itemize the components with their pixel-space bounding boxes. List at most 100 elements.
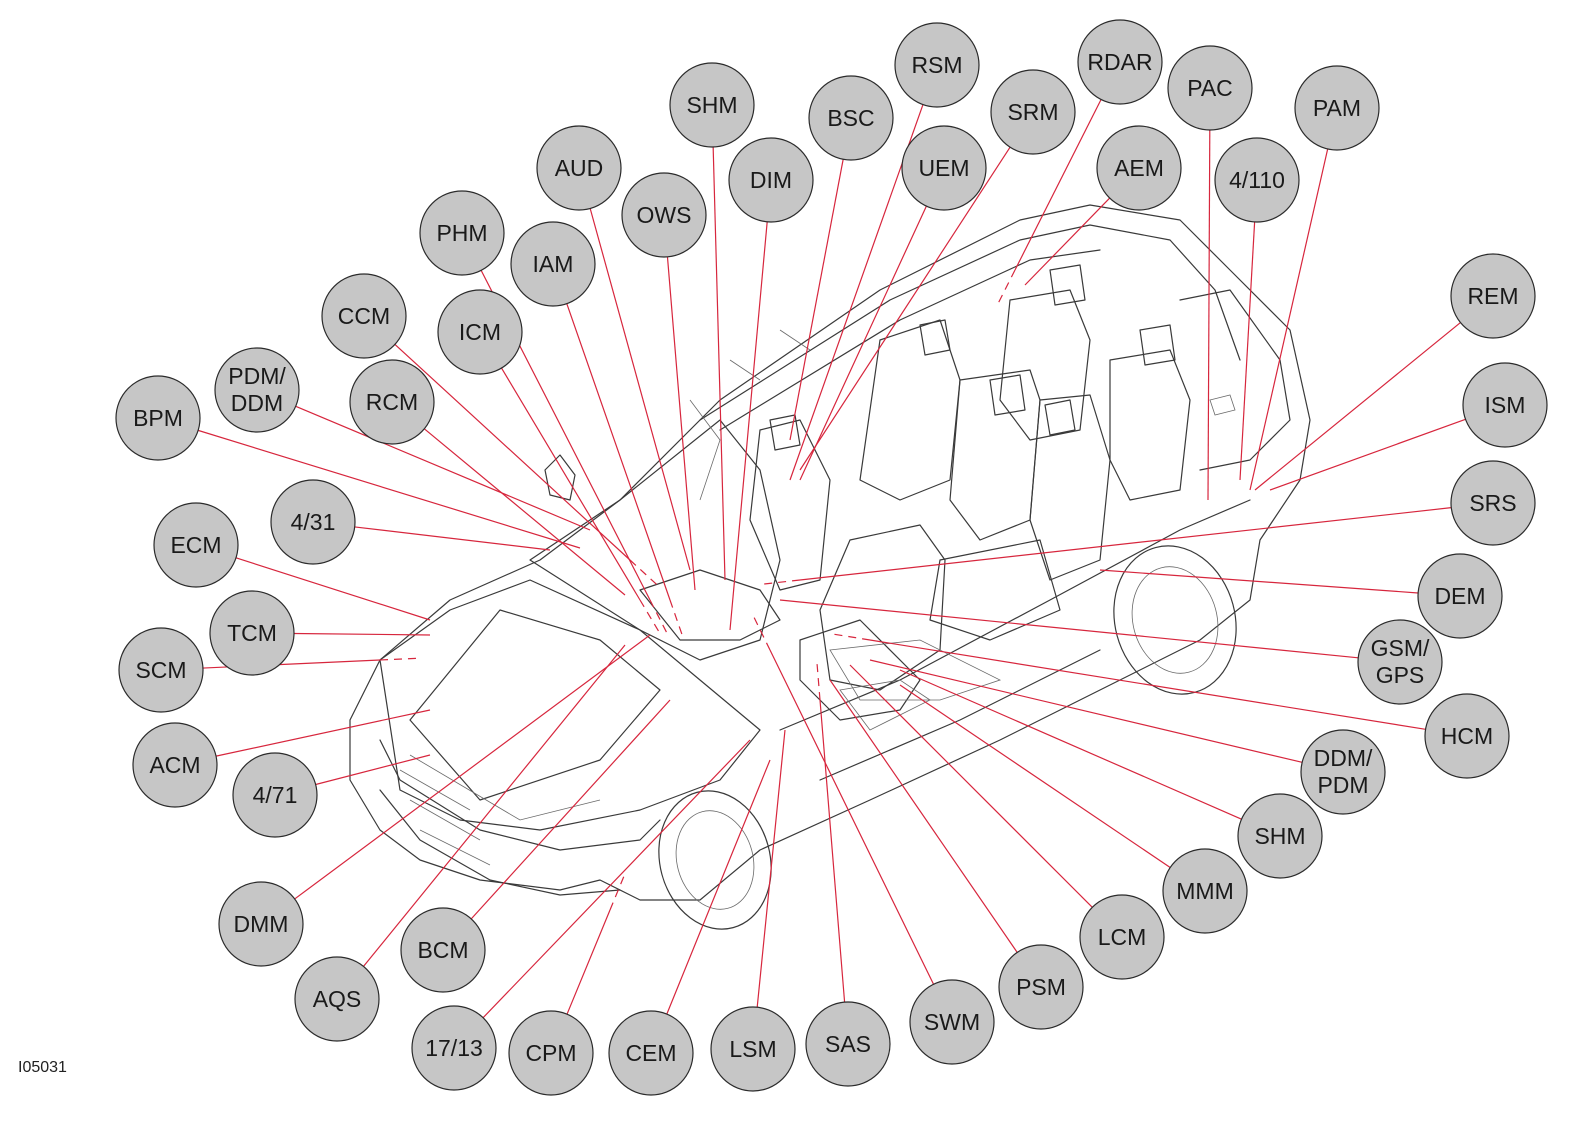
module-circle [669,62,755,148]
module-callout-dmm: DMM [218,881,304,967]
module-callout-srm: SRM [990,69,1076,155]
module-circle [1424,693,1510,779]
module-circle [808,75,894,161]
module-label: RDAR [1087,49,1152,75]
leader-line-aqs [363,644,626,967]
module-circle [132,722,218,808]
module-callout-phm: PHM [419,190,505,276]
module-label: PSM [1016,974,1066,1000]
module-callout-pdm-ddm: PDM/DDM [214,347,300,433]
leader-line-bpm [197,429,581,549]
module-circle [1214,137,1300,223]
module-callout-bcm: BCM [400,907,486,993]
module-circle [1417,553,1503,639]
module-circle [419,190,505,276]
leader-line-bcm [470,699,671,920]
module-callout-rdar: RDAR [1077,19,1163,105]
module-callout-srs: SRS [1450,460,1536,546]
module-callout-iam: IAM [510,221,596,307]
leader-hidden-segment-icm [639,599,662,635]
module-callout-icm: ICM [437,289,523,375]
module-label: LSM [729,1036,776,1062]
module-callout-ccm: CCM [321,273,407,359]
module-label: TCM [227,620,277,646]
leader-line-psm [829,679,1018,953]
module-circle [1077,19,1163,105]
module-callout-aud: AUD [536,125,622,211]
module-circle [1450,253,1536,339]
module-label: REM [1467,283,1518,309]
module-callout-bpm: BPM [115,375,201,461]
leader-hidden-segment-sas [816,660,821,701]
leader-line-bsc [789,159,844,441]
module-label: BSC [827,105,874,131]
module-circle [1450,460,1536,546]
module-circle [321,273,407,359]
leader-line-gsm-gps [779,599,1359,659]
module-callout-dim: DIM [728,137,814,223]
module-callout-sas: SAS [805,1001,891,1087]
module-callout-hcm: HCM [1424,693,1510,779]
module-callout-4-71: 4/71 [232,752,318,838]
leader-line-pam [1249,148,1329,491]
module-label: RCM [366,389,418,415]
module-circle [1237,793,1323,879]
module-circle [1357,619,1443,705]
module-label: GSM/GPS [1371,635,1430,688]
module-label: CCM [338,303,390,329]
module-circle [998,944,1084,1030]
module-callout-ows: OWS [621,172,707,258]
module-label: ECM [170,532,221,558]
module-label: AUD [555,155,604,181]
leader-line-icm [501,367,641,601]
leader-line-4-71 [315,754,431,786]
module-circle [909,979,995,1065]
leader-line-ecm [235,557,431,621]
leader-line-dem [1099,569,1419,594]
module-circle [270,479,356,565]
leader-line-srs [799,507,1452,581]
module-circle [1167,45,1253,131]
module-label: CPM [525,1040,576,1066]
module-label: IAM [533,251,574,277]
module-label: SRM [1007,99,1058,125]
leader-line-dmm [294,634,651,900]
module-callout-gsm-gps: GSM/GPS [1357,619,1443,705]
module-callout-swm: SWM [909,979,995,1065]
module-label: DEM [1434,583,1485,609]
module-circle [728,137,814,223]
module-callout-4-110: 4/110 [1214,137,1300,223]
module-circle [115,375,201,461]
leader-hidden-segment-ccm [629,559,660,588]
module-label: ICM [459,319,501,345]
module-callout-rsm: RSM [894,22,980,108]
leader-line-aud [589,208,691,571]
leader-line-ism [1269,418,1466,491]
module-label: SWM [924,1009,980,1035]
leader-line-rem [1254,322,1461,491]
leader-line-iam [566,303,671,601]
module-circle [805,1001,891,1087]
module-circle [710,1006,796,1092]
module-callout-ecm: ECM [153,502,239,588]
module-label: SHM [686,92,737,118]
leader-line-pdm-ddm [295,405,591,531]
module-label: SRS [1469,490,1516,516]
module-label: BPM [133,405,183,431]
module-label: CEM [625,1040,676,1066]
module-circle [608,1010,694,1096]
module-circle [1096,125,1182,211]
module-callout-cpm: CPM [508,1010,594,1096]
leader-line-sas [819,699,846,1003]
leader-line-aem [1024,197,1111,286]
module-circle [621,172,707,258]
module-label: PAC [1187,75,1233,101]
module-label: 4/31 [291,509,336,535]
module-circle [437,289,523,375]
module-circle [510,221,596,307]
figure-id: I05031 [18,1059,67,1076]
module-label: DDM/PDM [1314,745,1373,798]
module-label: LCM [1098,924,1147,950]
